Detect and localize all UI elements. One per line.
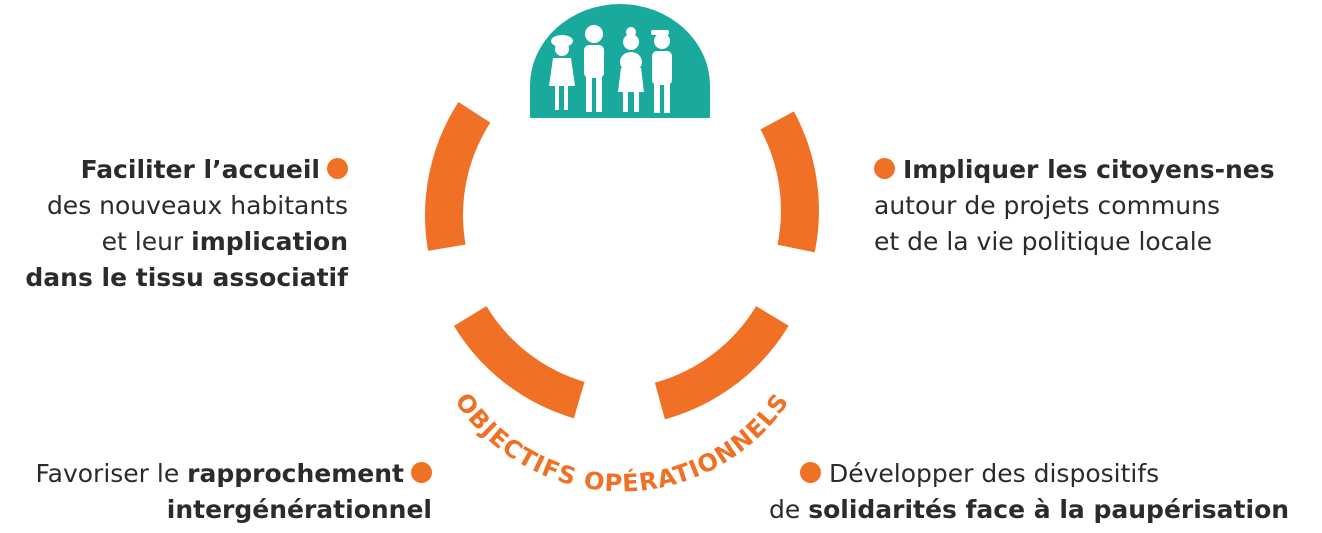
objective-intergenerational: Favoriser le rapprochement intergénérati… [36,456,432,528]
objective-text: de [769,495,809,524]
objective-highlight: implication [191,227,348,256]
orange-bullet-icon [411,462,432,483]
objective-text: Favoriser le [35,459,188,488]
orange-bullet-icon [800,462,821,483]
ring-arc-bottom-left [453,305,585,419]
objective-highlight: solidarités face à la paupérisation [808,495,1290,524]
center-label: OBJECTIFS OPÉRATIONNELS [449,388,794,498]
objective-text: autour de projets communs [874,191,1220,220]
person-icon [618,27,644,112]
orange-ring [425,102,819,420]
objective-text: des nouveaux habitants [46,191,348,220]
person-icon [584,25,604,112]
objective-text: Développer des dispositifs [829,459,1160,488]
objective-highlight: dans le tissu associatif [25,263,348,292]
objective-text: et leur [101,227,192,256]
orange-bullet-icon [327,158,348,179]
objective-involve-citizens: Impliquer les citoyens-nes autour de pro… [874,152,1275,260]
objective-highlight: intergénérationnel [166,495,432,524]
ring-arc-left [425,102,491,251]
orange-bullet-icon [874,158,895,179]
ring-arc-bottom-right [654,305,789,420]
objective-title: Impliquer les citoyens-nes [903,155,1275,184]
objective-text: et de la vie politique locale [874,227,1213,256]
objective-highlight: rapprochement [187,459,404,488]
objective-welcome-newcomers: Faciliter l’accueil des nouveaux habitan… [25,152,348,296]
ring-arc-right [760,111,819,253]
objective-solidarity: Développer des dispositifs de solidarité… [769,456,1290,528]
person-icon [549,35,575,110]
person-icon [651,30,672,113]
objective-title: Faciliter l’accueil [80,155,320,184]
group-of-people-icon [530,4,710,118]
